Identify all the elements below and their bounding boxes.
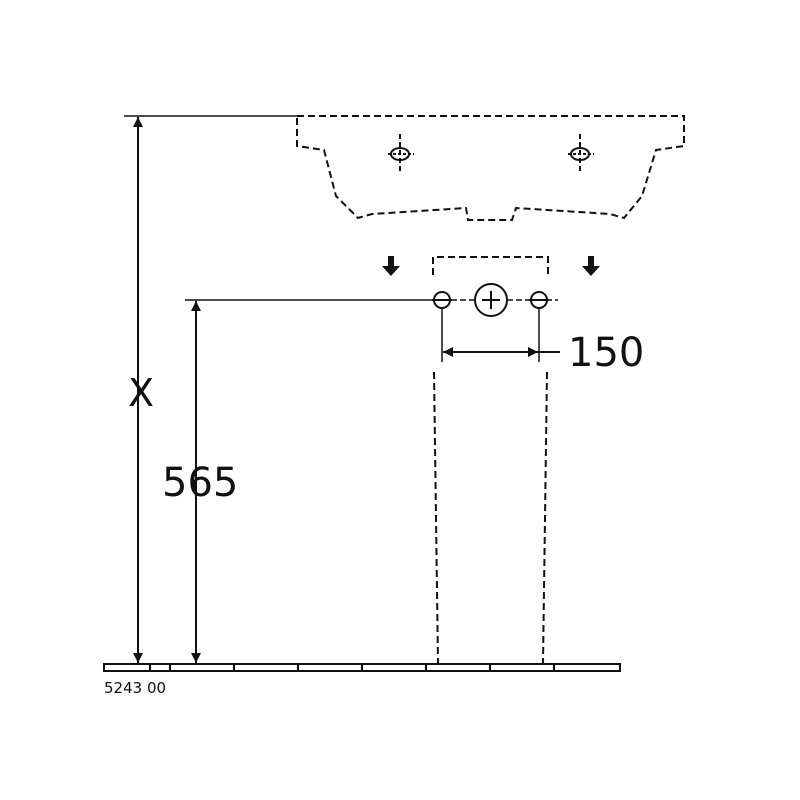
- waste-outlet-icon: [474, 283, 508, 317]
- tap-hole-right-icon: [568, 134, 594, 174]
- total-height-label: X: [128, 371, 155, 415]
- connection-hole-icon: [432, 291, 452, 309]
- connection-hole-icon: [529, 291, 549, 309]
- down-arrow-icon: [382, 256, 400, 276]
- pedestal-outline: [433, 371, 548, 664]
- outlet-height-label: 565: [162, 460, 239, 506]
- wall-plate-outline: [432, 256, 549, 275]
- tap-hole-left-icon: [388, 134, 414, 174]
- hole-spacing-label: 150: [568, 330, 645, 376]
- reference-code: 5243 00: [104, 679, 167, 697]
- washbasin-outline: [296, 115, 685, 221]
- floor-line: [103, 663, 621, 672]
- down-arrow-icon: [582, 256, 600, 276]
